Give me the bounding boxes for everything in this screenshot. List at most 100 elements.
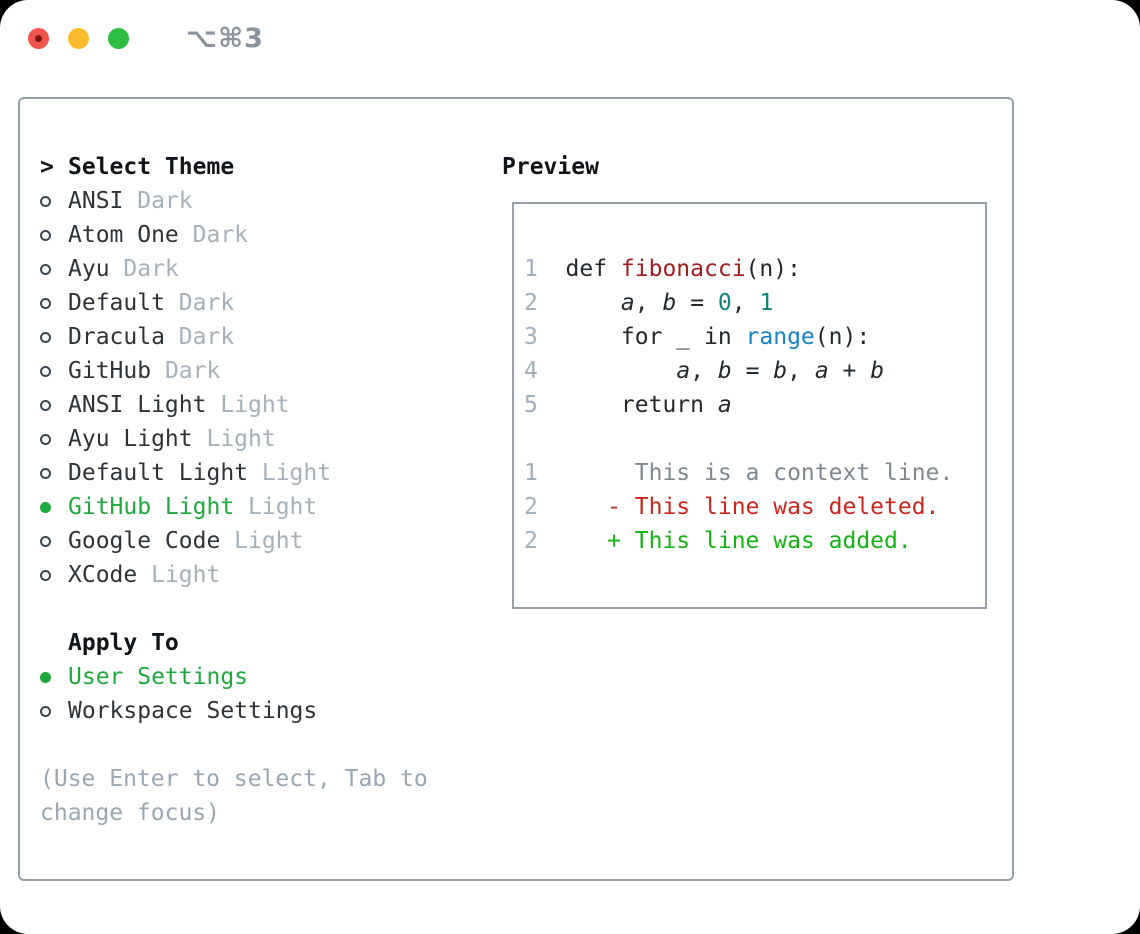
code-token: b (870, 358, 885, 384)
radio-icon (40, 195, 51, 207)
theme-option[interactable]: ANSI Dark (40, 184, 442, 218)
radio-icon (40, 229, 51, 241)
theme-variant-label: Dark (151, 358, 221, 384)
code-line: 2 a, b = 0, 1 (524, 286, 985, 320)
theme-variant-label: Dark (178, 222, 249, 248)
code-line (524, 422, 985, 456)
option-label: Google Code (68, 528, 221, 554)
code-token: , (787, 358, 815, 384)
code-token: fibonacci (620, 256, 746, 282)
line-number: 4 (524, 358, 538, 384)
code-token: def (565, 256, 621, 282)
theme-option[interactable]: GitHub Dark (40, 354, 442, 388)
option-label: Dracula (68, 324, 165, 350)
code-line: 1 This is a context line. (524, 456, 985, 490)
line-number: 2 (524, 290, 538, 316)
window-title: ⌥⌘3 (186, 22, 264, 54)
line-number: 2 (524, 528, 538, 554)
option-label: Workspace Settings (68, 698, 318, 724)
code-token (566, 358, 677, 384)
radio-icon (40, 297, 51, 309)
radio-icon (40, 399, 51, 411)
code-token: 1 (759, 290, 774, 316)
code-token: + (828, 358, 871, 384)
code-token: b (717, 358, 732, 384)
code-token: (n): (745, 256, 801, 282)
code-token: = (731, 358, 774, 384)
radio-icon (40, 535, 51, 547)
code-token: + This line was added. (565, 528, 912, 554)
code-line: 4 a, b = b, a + b (524, 354, 985, 388)
option-label: Ayu (68, 256, 110, 282)
radio-icon (40, 365, 51, 377)
cursor-caret-icon: > (40, 154, 54, 180)
line-number: 1 (524, 460, 538, 486)
option-label: GitHub Light (68, 494, 235, 520)
code-token: = (676, 290, 718, 316)
option-label: Default (68, 290, 165, 316)
theme-variant-label: Light (234, 494, 318, 520)
code-token: - This line was deleted. (565, 494, 940, 520)
code-token: a (717, 392, 732, 418)
option-label: XCode (68, 562, 138, 588)
code-token: return (565, 392, 718, 418)
apply-to-option[interactable]: Workspace Settings (40, 694, 442, 728)
zoom-button[interactable] (108, 27, 129, 49)
radio-selected-icon (40, 501, 51, 513)
code-token: b (773, 358, 788, 384)
close-button[interactable] (28, 27, 49, 49)
theme-option[interactable]: Ayu Light Light (40, 422, 442, 456)
code-token: This is a context line. (565, 460, 954, 486)
option-label: Ayu Light (68, 426, 193, 452)
line-number: 3 (524, 324, 538, 350)
theme-variant-label: Dark (164, 324, 235, 350)
theme-variant-label: Light (220, 528, 304, 554)
theme-option[interactable]: Google Code Light (40, 524, 442, 558)
theme-variant-label: Light (248, 460, 332, 486)
option-label: GitHub (68, 358, 152, 384)
code-line: 5 return a (524, 388, 985, 422)
radio-icon (40, 263, 51, 275)
theme-option[interactable]: Default Light Light (40, 456, 442, 490)
code-token: a (676, 358, 691, 384)
titlebar: ⌥⌘3 (28, 23, 264, 54)
option-label: Default Light (68, 460, 249, 486)
code-token: a (620, 290, 635, 316)
code-line: 3 for _ in range(n): (524, 320, 985, 354)
option-label: Atom One (68, 222, 179, 248)
select-theme-label: Select Theme (68, 154, 235, 180)
preview-heading: Preview (502, 154, 599, 180)
code-token: range (745, 324, 815, 350)
code-line: 1 def fibonacci(n): (524, 252, 985, 286)
keyboard-hint: (Use Enter to select, Tab to change focu… (40, 766, 428, 826)
theme-option[interactable]: ANSI Light Light (40, 388, 442, 422)
theme-option[interactable]: Default Dark (40, 286, 442, 320)
option-label: ANSI (68, 188, 124, 214)
code-token: , (731, 290, 760, 316)
code-line: 2 + This line was added. (524, 524, 985, 558)
line-number: 1 (524, 256, 538, 282)
code-token: 0 (717, 290, 732, 316)
apply-to-header: Apply To (40, 626, 442, 660)
minimize-button[interactable] (68, 27, 89, 49)
theme-variant-label: Dark (123, 188, 193, 214)
select-theme-header: > Select Theme (40, 150, 442, 184)
theme-option[interactable]: Ayu Dark (40, 252, 442, 286)
radio-icon (40, 705, 51, 717)
apply-to-option[interactable]: User Settings (40, 660, 442, 694)
option-label: ANSI Light (68, 392, 207, 418)
theme-option[interactable]: Dracula Dark (40, 320, 442, 354)
code-token: a (814, 358, 829, 384)
option-label: User Settings (68, 664, 249, 690)
theme-option[interactable]: Atom One Dark (40, 218, 442, 252)
theme-option[interactable]: GitHub Light Light (40, 490, 442, 524)
theme-option[interactable]: XCode Light (40, 558, 442, 592)
radio-icon (40, 467, 51, 479)
